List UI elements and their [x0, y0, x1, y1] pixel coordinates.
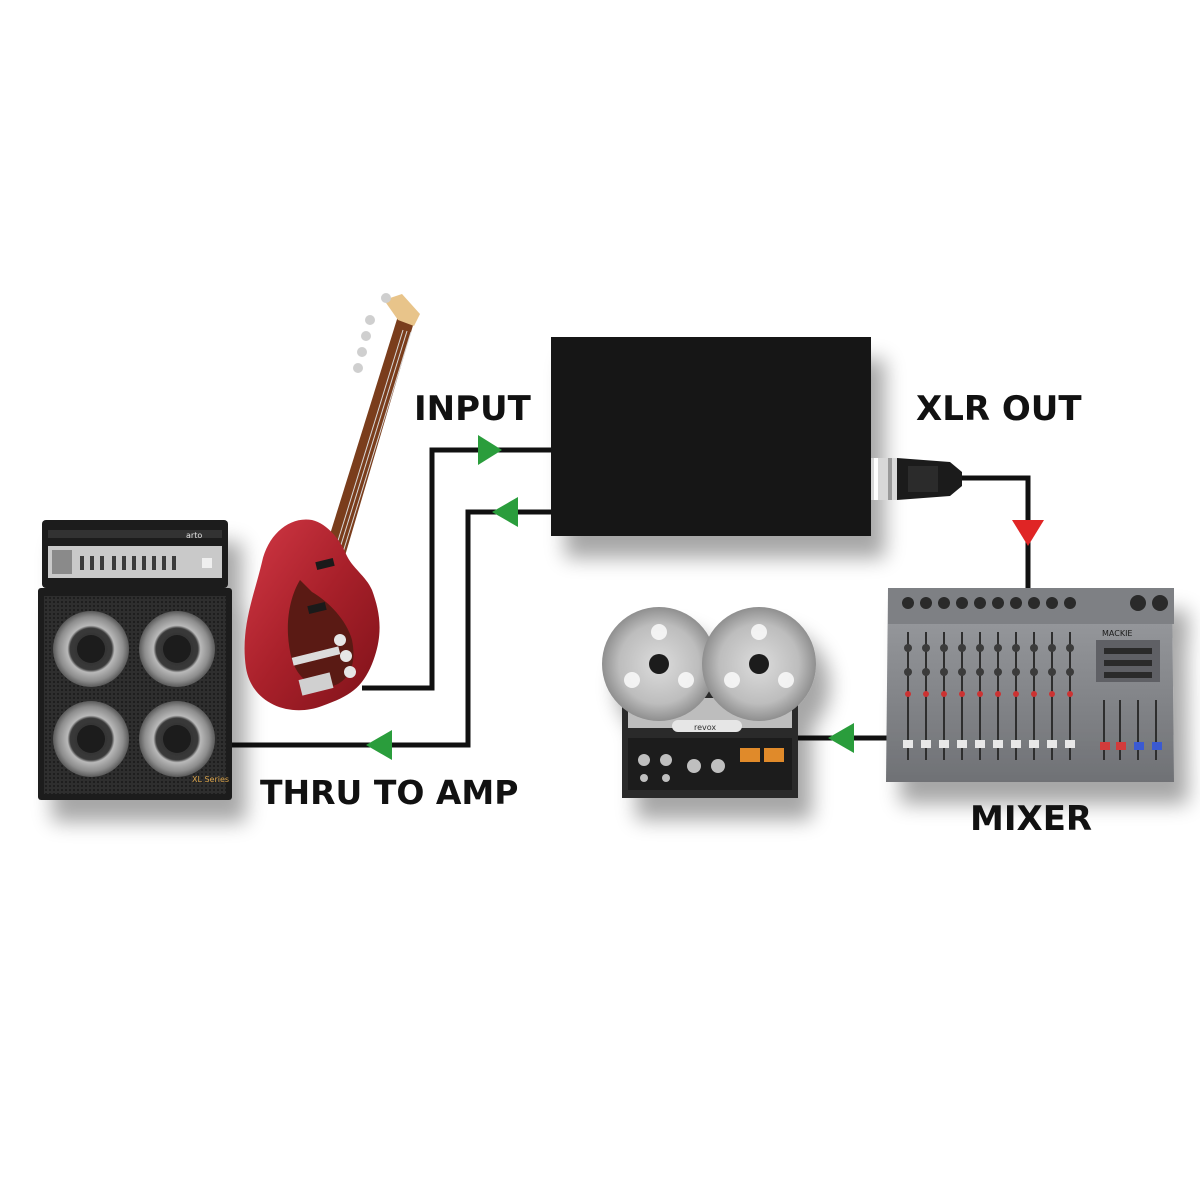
arrow-triangle-icon	[366, 435, 1044, 760]
arrow-input	[478, 435, 502, 465]
cabinet-badge: XL Series	[192, 775, 229, 784]
arrow-thru-bottom	[366, 730, 392, 760]
label-xlr-out: XLR OUT	[916, 389, 1082, 429]
label-mixer: MIXER	[970, 799, 1093, 839]
amp-head-brand: arto	[186, 531, 202, 540]
bass-amp-stack-icon: arto XL Series	[38, 520, 232, 800]
cable-guitar-to-input	[362, 447, 552, 691]
mixing-console-icon: MACKIE	[886, 588, 1174, 782]
bass-guitar-icon	[244, 293, 420, 711]
label-input: INPUT	[414, 389, 531, 429]
arrow-to-tape	[828, 723, 854, 753]
reel-to-reel-icon: revox	[602, 607, 816, 798]
arrow-thru-top	[492, 497, 518, 527]
mixer-brand: MACKIE	[1102, 629, 1132, 638]
arrow-xlr-down	[1012, 520, 1044, 546]
label-thru-to-amp: THRU TO AMP	[260, 773, 519, 812]
xlr-connector-icon	[871, 458, 962, 500]
tape-brand: revox	[694, 723, 716, 732]
di-box-icon	[551, 337, 871, 536]
cable-xlr-to-mixer	[960, 475, 1031, 590]
